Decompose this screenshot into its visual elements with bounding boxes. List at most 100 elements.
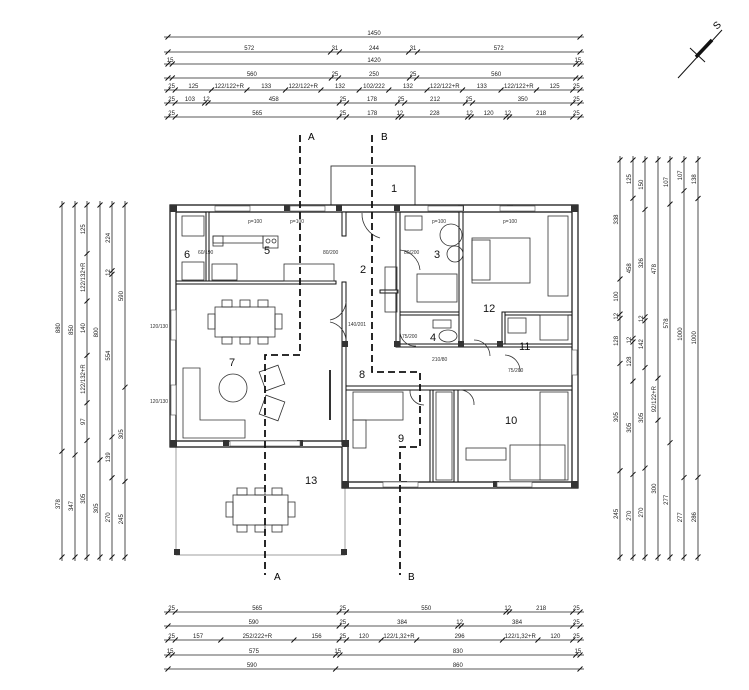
dimension-tick	[642, 554, 648, 560]
dimension-tick	[617, 315, 623, 322]
dimension-tick	[630, 471, 636, 478]
door-size-label: 75/200	[402, 334, 418, 340]
dimension-tick	[462, 100, 469, 106]
dimension-tick	[572, 75, 579, 81]
dimension-label: 550	[421, 606, 432, 612]
dimension-label: 125	[188, 84, 199, 90]
dimension-label: 212	[430, 97, 441, 103]
dimension-label: 800	[94, 327, 100, 338]
dimension-label: 140	[81, 322, 87, 333]
dimension-label: 25	[340, 97, 347, 103]
dimension-label: 554	[106, 350, 112, 361]
dimension-label: 122/122+R	[214, 84, 244, 90]
dimension-label: 228	[430, 111, 441, 117]
dimension-label: 458	[627, 263, 633, 274]
dimension-label: 25	[339, 111, 346, 117]
dimension-label: 107	[664, 176, 670, 187]
dimension-label: 12	[456, 620, 463, 626]
dimension-label: 830	[453, 649, 464, 655]
dimension-tick	[343, 100, 350, 106]
dimension-tick	[84, 352, 90, 359]
dimension-label: 300	[652, 483, 658, 494]
dimension-tick	[172, 637, 179, 643]
dimension-tick	[97, 554, 103, 560]
dimension-tick	[84, 399, 90, 406]
dimension-tick	[335, 75, 342, 81]
dimension-tick	[97, 202, 103, 208]
dimension-tick	[630, 554, 636, 560]
dimension-label: 125	[550, 84, 561, 90]
dimension-label: 138	[692, 174, 698, 185]
dimension-label: 565	[252, 111, 263, 117]
dimension-label: 128	[627, 356, 633, 367]
dimension-tick	[84, 250, 90, 257]
dimension-tick	[413, 75, 420, 81]
room-label-3: 3	[434, 249, 440, 261]
dimension-label: 305	[639, 412, 645, 423]
dimension-tick	[535, 637, 541, 643]
dimension-label: 338	[614, 214, 620, 225]
dimension-tick	[617, 157, 623, 163]
dimension-tick	[169, 61, 176, 67]
dimension-label: 25	[168, 84, 175, 90]
dimension-tick	[165, 637, 171, 643]
dimension-label: 1000	[678, 327, 684, 341]
dimension-label: 25	[573, 111, 580, 117]
dimension-label: 277	[664, 494, 670, 505]
dimension-tick	[343, 623, 350, 629]
dimension-tick	[681, 554, 687, 560]
dimension-tick	[398, 114, 405, 120]
dimension-tick	[291, 637, 297, 643]
dimension-tick	[506, 114, 513, 120]
dimension-tick	[172, 114, 179, 120]
room-label-4: 4	[430, 332, 436, 344]
furniture	[181, 215, 569, 533]
dimension-tick	[406, 75, 413, 81]
dimension-label: 25	[168, 97, 175, 103]
dimension-label: 122/1,32+R	[383, 634, 415, 640]
room-label-2: 2	[360, 264, 366, 276]
dimension-label: 12	[627, 336, 633, 343]
dimension-tick	[503, 609, 509, 615]
dimension-tick	[165, 87, 171, 93]
dimension-tick	[122, 202, 128, 208]
dimension-label: 270	[639, 507, 645, 518]
dimension-label: 25	[339, 620, 346, 626]
dimension-tick	[328, 75, 335, 81]
dimension-label: 590	[247, 663, 258, 669]
dimension-label: 128	[614, 335, 620, 346]
dimension-label: 326	[639, 257, 645, 268]
dimension-label: 565	[252, 606, 263, 612]
dimension-tick	[572, 652, 579, 658]
room-label-1: 1	[391, 183, 397, 195]
dimension-label: 132	[403, 84, 414, 90]
dimension-tick	[332, 666, 339, 672]
dimension-tick	[667, 201, 673, 208]
dimension-tick	[336, 609, 343, 615]
dimension-tick	[378, 637, 385, 643]
dimension-label: 252/222+R	[243, 634, 273, 640]
dimension-label: 15	[167, 58, 174, 64]
room-label-12: 12	[483, 303, 495, 315]
dimension-label: 296	[455, 634, 466, 640]
dimension-tick	[59, 554, 65, 560]
dimension-tick	[642, 313, 648, 320]
dimension-label: 305	[81, 493, 87, 504]
dimension-tick	[318, 87, 324, 93]
dimension-label: 122/132+R	[81, 364, 87, 394]
dimension-label: 270	[106, 512, 112, 523]
dimension-label: 15	[575, 649, 582, 655]
dimension-tick	[577, 637, 583, 643]
